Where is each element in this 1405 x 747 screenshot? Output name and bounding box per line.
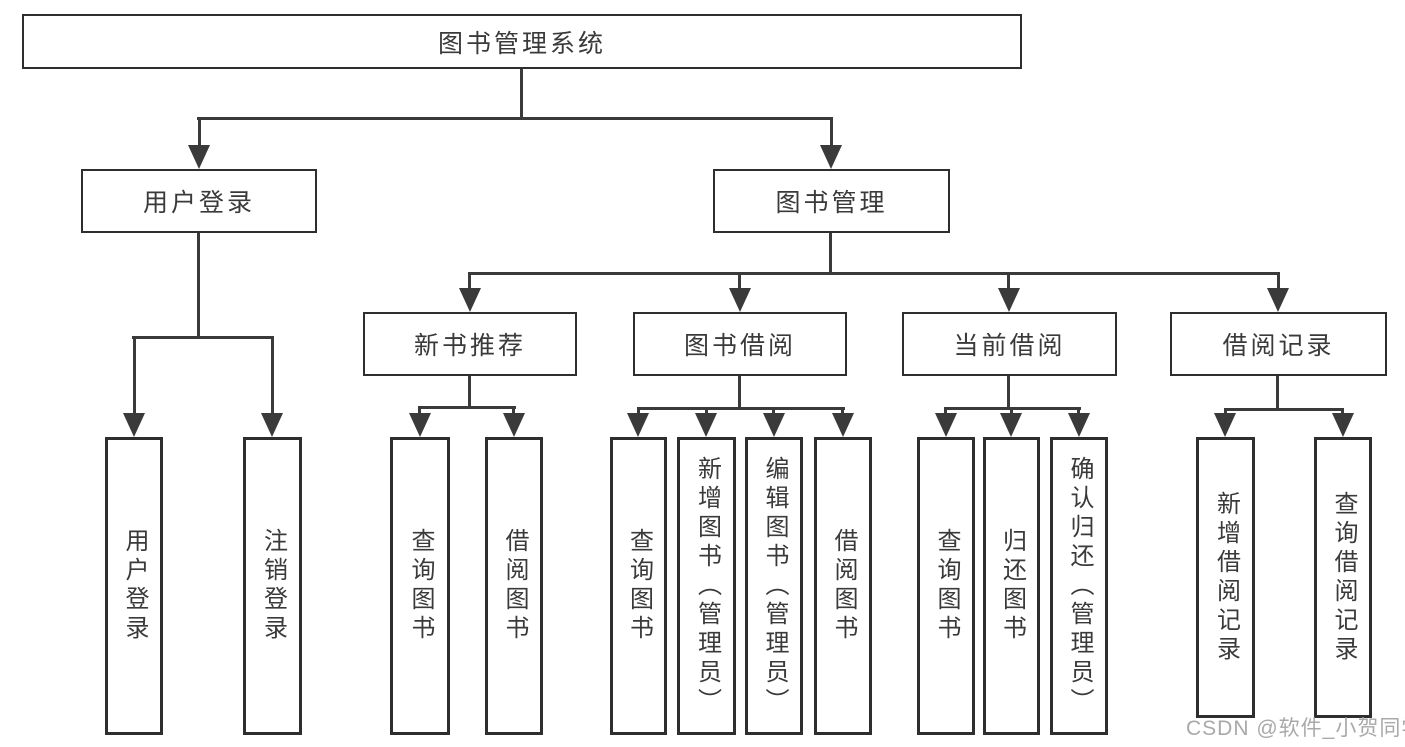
connector-line [132,336,274,339]
watermark-text: CSDN @软件_小贺同学 [1186,717,1405,740]
arrow-down-icon [763,413,785,437]
arrow-down-icon [695,413,717,437]
connector-line [1341,408,1344,413]
connector-line [468,272,471,288]
connector-line [944,407,947,413]
connector-line [637,407,845,410]
arrow-down-icon [998,288,1020,312]
arrow-down-icon [1068,413,1090,437]
leaf-user-login: 用户登录 [105,437,163,735]
node-user-login: 用户登录 [81,169,317,233]
connector-line [1007,272,1010,288]
node-new-book-recommend: 新书推荐 [363,312,577,376]
leaf-query-book-borrow: 查询图书 [610,437,667,735]
leaf-query-book-current: 查询图书 [917,437,975,735]
arrow-down-icon [123,413,145,437]
node-book-management: 图书管理 [713,169,950,233]
connector-line [468,272,1280,275]
connector-line [830,117,833,147]
leaf-logout: 注销登录 [243,437,302,735]
arrow-down-icon [935,413,957,437]
connector-line [133,336,136,413]
leaf-borrow-book-recommend: 借阅图书 [485,437,543,735]
arrow-down-icon [832,413,854,437]
leaf-confirm-return-admin: 确认归还（管理员） [1050,437,1108,735]
node-borrow-records: 借阅记录 [1170,312,1387,376]
connector-line [705,407,708,413]
connector-line [271,336,274,413]
leaf-edit-book-admin: 编辑图书（管理员） [745,437,803,735]
node-book-borrow: 图书借阅 [633,312,847,376]
connector-line [418,406,421,413]
connector-line [1224,408,1344,411]
connector-line [1277,272,1280,288]
leaf-query-book-recommend: 查询图书 [390,437,450,735]
arrow-down-icon [820,145,842,169]
connector-line [738,376,741,407]
leaf-return-book: 归还图书 [983,437,1040,735]
leaf-add-borrow-record: 新增借阅记录 [1196,437,1255,718]
connector-line [1276,376,1279,408]
connector-line [198,117,201,147]
leaf-add-book-admin: 新增图书（管理员） [677,437,736,735]
connector-line [637,407,640,413]
connector-line [738,272,741,288]
connector-line [520,69,523,117]
arrow-down-icon [409,413,431,437]
connector-line [468,376,471,406]
node-root: 图书管理系统 [22,14,1022,69]
connector-line [1007,376,1010,407]
arrow-down-icon [261,413,283,437]
connector-line [197,233,200,336]
connector-line [1077,407,1080,413]
connector-line [418,406,516,409]
arrow-down-icon [729,288,751,312]
connector-line [1224,408,1227,413]
leaf-borrow-book: 借阅图书 [814,437,872,735]
arrow-down-icon [1332,413,1354,437]
connector-line [772,407,775,413]
connector-line [512,406,515,413]
arrow-down-icon [459,288,481,312]
leaf-query-borrow-record: 查询借阅记录 [1314,437,1372,718]
arrow-down-icon [188,145,210,169]
arrow-down-icon [627,413,649,437]
connector-line [829,233,832,272]
connector-line [197,117,833,120]
arrow-down-icon [1267,288,1289,312]
arrow-down-icon [1214,413,1236,437]
arrow-down-icon [1000,413,1022,437]
node-current-borrow: 当前借阅 [902,312,1117,376]
arrow-down-icon [503,413,525,437]
connector-line [1010,407,1013,413]
connector-line [841,407,844,413]
